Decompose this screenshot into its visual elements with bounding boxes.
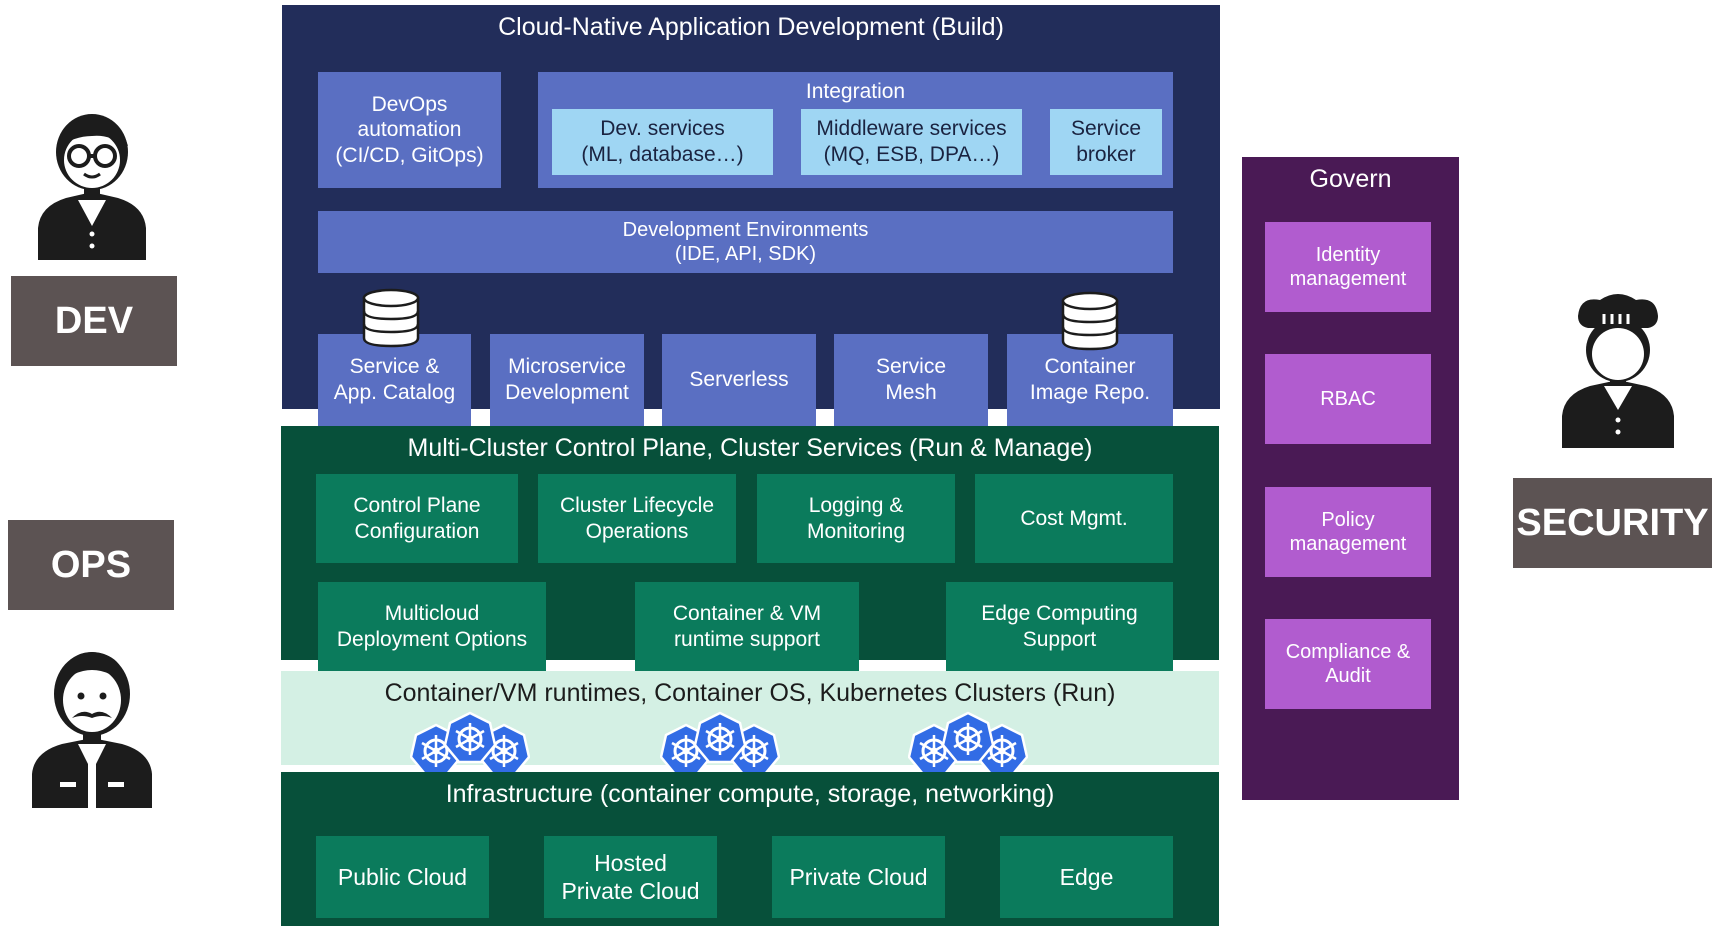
service-broker-line-2: broker — [1076, 143, 1136, 166]
rbac-line-1: RBAC — [1320, 387, 1376, 410]
hosted-line-1: Hosted — [594, 849, 667, 876]
security-person-icon — [1562, 294, 1674, 448]
development-environments-box: Development Environments (IDE, API, SDK) — [318, 211, 1173, 273]
edge-computing-line-2: Support — [1022, 627, 1097, 651]
lifecycle-line-1: Cluster Lifecycle — [559, 493, 715, 517]
container-vm-line-1: Container & VM — [672, 601, 822, 625]
runtime-title-text: Container/VM runtimes, Container OS, Kub… — [384, 679, 1116, 707]
devops-line-2: automation — [357, 118, 462, 142]
public-cloud-line-1: Public Cloud — [337, 863, 468, 890]
container-image-repo-box: Container Image Repo. — [1007, 334, 1173, 426]
catalog-line-1: Service & — [349, 355, 440, 379]
dev-env-line-1: Development Environments — [622, 218, 869, 241]
middleware-line-2: (MQ, ESB, DPA…) — [823, 143, 1000, 166]
database-icon — [362, 288, 420, 348]
build-title: Cloud-Native Application Development (Bu… — [282, 13, 1220, 47]
service-app-catalog-box: Service & App. Catalog — [318, 334, 471, 426]
public-cloud-box: Public Cloud — [316, 836, 489, 918]
service-mesh-line-1: Service — [875, 355, 947, 379]
edge-line-1: Edge — [1059, 863, 1114, 890]
security-role-text: SECURITY — [1516, 501, 1709, 544]
identity-management-box: Identity management — [1265, 222, 1431, 312]
integration-title: Integration — [538, 78, 1173, 106]
database-icon — [1061, 291, 1119, 351]
compliance-audit-box: Compliance & Audit — [1265, 619, 1431, 709]
cluster-lifecycle-box: Cluster Lifecycle Operations — [538, 474, 736, 563]
control-plane-line-2: Configuration — [354, 519, 480, 543]
edge-computing-box: Edge Computing Support — [946, 582, 1173, 671]
logging-line-1: Logging & — [808, 493, 904, 517]
serverless-line-1: Serverless — [689, 368, 789, 392]
container-vm-line-2: runtime support — [674, 627, 820, 651]
image-repo-line-2: Image Repo. — [1029, 381, 1151, 404]
image-repo-line-1: Container — [1044, 355, 1136, 379]
dev-services-box: Dev. services (ML, database…) — [552, 109, 773, 175]
multicloud-line-2: Deployment Options — [336, 627, 528, 651]
hosted-private-cloud-box: Hosted Private Cloud — [544, 836, 717, 918]
manage-title: Multi-Cluster Control Plane, Cluster Ser… — [281, 434, 1219, 468]
serverless-box: Serverless — [662, 334, 816, 426]
govern-title: Govern — [1242, 165, 1459, 199]
dev-env-line-2: (IDE, API, SDK) — [674, 243, 817, 265]
infrastructure-title: Infrastructure (container compute, stora… — [281, 780, 1219, 814]
build-title-text: Cloud-Native Application Development (Bu… — [498, 13, 1004, 41]
service-broker-line-1: Service — [1070, 117, 1142, 141]
catalog-line-2: App. Catalog — [333, 381, 456, 404]
middleware-services-box: Middleware services (MQ, ESB, DPA…) — [801, 109, 1022, 175]
identity-line-2: management — [1289, 268, 1407, 290]
rbac-box: RBAC — [1265, 354, 1431, 444]
middleware-line-1: Middleware services — [816, 117, 1007, 141]
cost-line-1: Cost Mgmt. — [1020, 506, 1128, 530]
ops-role-label: OPS — [8, 520, 174, 610]
policy-line-1: Policy — [1321, 508, 1375, 531]
multicloud-line-1: Multicloud — [384, 601, 480, 625]
integration-title-text: Integration — [805, 80, 906, 104]
security-role-label: SECURITY — [1513, 478, 1712, 568]
service-mesh-line-2: Mesh — [885, 381, 937, 404]
devops-line-1: DevOps — [371, 92, 448, 116]
private-cloud-line-1: Private Cloud — [789, 863, 928, 890]
devops-automation-box: DevOps automation (CI/CD, GitOps) — [318, 72, 501, 188]
compliance-line-2: Audit — [1325, 665, 1371, 687]
kubernetes-cluster-icon — [410, 711, 530, 776]
policy-line-2: management — [1289, 533, 1407, 555]
dev-role-text: DEV — [54, 299, 134, 342]
private-cloud-box: Private Cloud — [772, 836, 945, 918]
hosted-line-2: Private Cloud — [561, 878, 700, 904]
container-vm-runtime-box: Container & VM runtime support — [635, 582, 859, 671]
service-mesh-box: Service Mesh — [834, 334, 988, 426]
dev-services-line-1: Dev. services — [600, 117, 725, 141]
compliance-line-1: Compliance & — [1285, 640, 1411, 663]
operator-person-icon — [32, 652, 152, 808]
service-broker-box: Service broker — [1050, 109, 1162, 175]
developer-person-icon — [38, 114, 146, 260]
control-plane-configuration-box: Control Plane Configuration — [316, 474, 518, 563]
logging-line-2: Monitoring — [806, 519, 906, 543]
infrastructure-title-text: Infrastructure (container compute, stora… — [445, 780, 1055, 808]
logging-monitoring-box: Logging & Monitoring — [757, 474, 955, 563]
multicloud-deployment-box: Multicloud Deployment Options — [318, 582, 546, 671]
microservice-line-1: Microservice — [508, 355, 626, 379]
dev-role-label: DEV — [11, 276, 177, 366]
manage-title-text: Multi-Cluster Control Plane, Cluster Ser… — [407, 434, 1093, 462]
policy-management-box: Policy management — [1265, 487, 1431, 577]
edge-box: Edge — [1000, 836, 1173, 918]
kubernetes-cluster-icon — [660, 711, 780, 776]
identity-line-1: Identity — [1315, 243, 1381, 266]
ops-role-text: OPS — [50, 543, 132, 586]
runtime-title: Container/VM runtimes, Container OS, Kub… — [281, 679, 1219, 713]
lifecycle-line-2: Operations — [585, 519, 689, 543]
kubernetes-cluster-icon — [908, 711, 1028, 776]
edge-computing-line-1: Edge Computing — [981, 601, 1138, 625]
devops-line-3: (CI/CD, GitOps) — [335, 143, 484, 167]
govern-title-text: Govern — [1309, 165, 1392, 193]
dev-services-line-2: (ML, database…) — [581, 143, 744, 166]
control-plane-line-1: Control Plane — [353, 493, 481, 517]
microservice-line-2: Development — [505, 381, 629, 404]
cost-mgmt-box: Cost Mgmt. — [975, 474, 1173, 563]
microservice-development-box: Microservice Development — [490, 334, 644, 426]
